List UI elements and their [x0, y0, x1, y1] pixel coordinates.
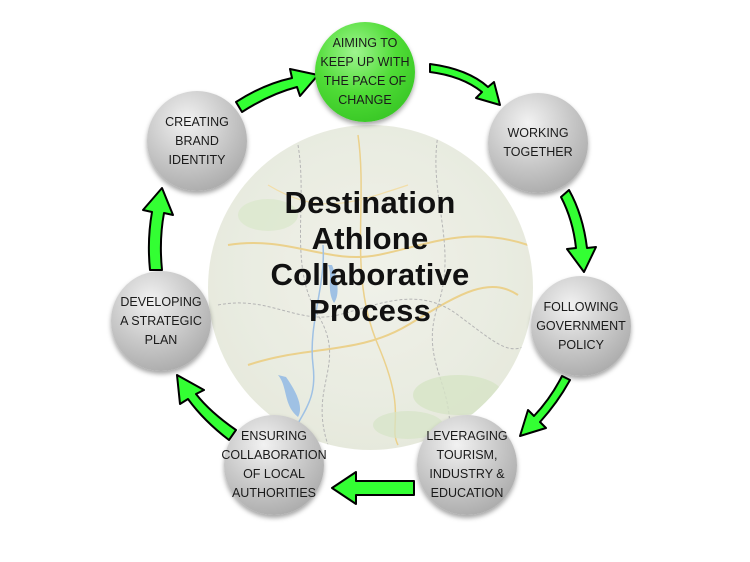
node-label-line: CREATING	[165, 114, 229, 129]
node-label-line: BRAND	[175, 133, 219, 148]
node-label-line: PLAN	[144, 332, 178, 347]
node-label-line: AUTHORITIES	[231, 486, 317, 500]
title-line: Destination	[284, 185, 456, 220]
node-label-line: TOGETHER	[503, 145, 573, 159]
arrow-following-to-leveraging	[519, 375, 571, 437]
node-label-line: A STRATEGIC	[120, 313, 202, 328]
title-line: Process	[308, 293, 432, 328]
node-label-line: LEVERAGING	[426, 429, 508, 443]
arrow-leveraging-to-ensuring	[331, 471, 415, 505]
node-creating-brand-identity: CREATING BRAND IDENTITY	[147, 91, 247, 191]
arrow-working-to-following	[560, 189, 597, 273]
diagram-title: Destination Athlone Collaborative Proces…	[220, 185, 520, 329]
title-line: Collaborative	[270, 257, 470, 292]
node-label-line: CHANGE	[338, 93, 392, 107]
node-aiming-to-keep-up: AIMING TO KEEP UP WITH THE PACE OF CHANG…	[315, 22, 415, 122]
node-label-line: THE PACE OF	[323, 74, 407, 88]
node-following-government-policy: FOLLOWING GOVERNMENT POLICY	[531, 276, 631, 376]
node-label-line: GOVERNMENT	[536, 318, 626, 333]
node-label-line: AIMING TO	[332, 36, 398, 50]
arrow-developing-to-creating	[142, 187, 174, 271]
node-ensuring-collaboration: ENSURING COLLABORATION OF LOCAL AUTHORIT…	[221, 415, 327, 515]
node-developing-strategic-plan: DEVELOPING A STRATEGIC PLAN	[111, 271, 211, 371]
node-label-line: EDUCATION	[430, 486, 504, 500]
title-line: Athlone	[311, 221, 429, 256]
node-label-line: TOURISM,	[436, 448, 498, 462]
map-lines-icon	[217, 134, 529, 446]
arrow-creating-to-aiming	[235, 68, 319, 113]
node-label-line: KEEP UP WITH	[320, 55, 410, 69]
node-working-together: WORKING TOGETHER	[488, 93, 588, 193]
node-leveraging-tourism: LEVERAGING TOURISM, INDUSTRY & EDUCATION	[417, 415, 517, 515]
arrow-ensuring-to-developing	[176, 374, 237, 441]
node-label-line: FOLLOWING	[543, 299, 619, 314]
arrow-aiming-to-working	[429, 63, 501, 106]
map-background	[208, 125, 533, 450]
node-label-line: COLLABORATION	[221, 448, 327, 462]
node-label-line: INDUSTRY &	[429, 467, 505, 481]
node-label-line: POLICY	[558, 337, 604, 352]
node-label-line: OF LOCAL	[243, 467, 305, 481]
node-label-line: IDENTITY	[168, 152, 226, 167]
node-label-line: WORKING	[507, 126, 569, 140]
node-label-line: DEVELOPING	[120, 294, 202, 309]
node-label-line: ENSURING	[241, 429, 307, 443]
